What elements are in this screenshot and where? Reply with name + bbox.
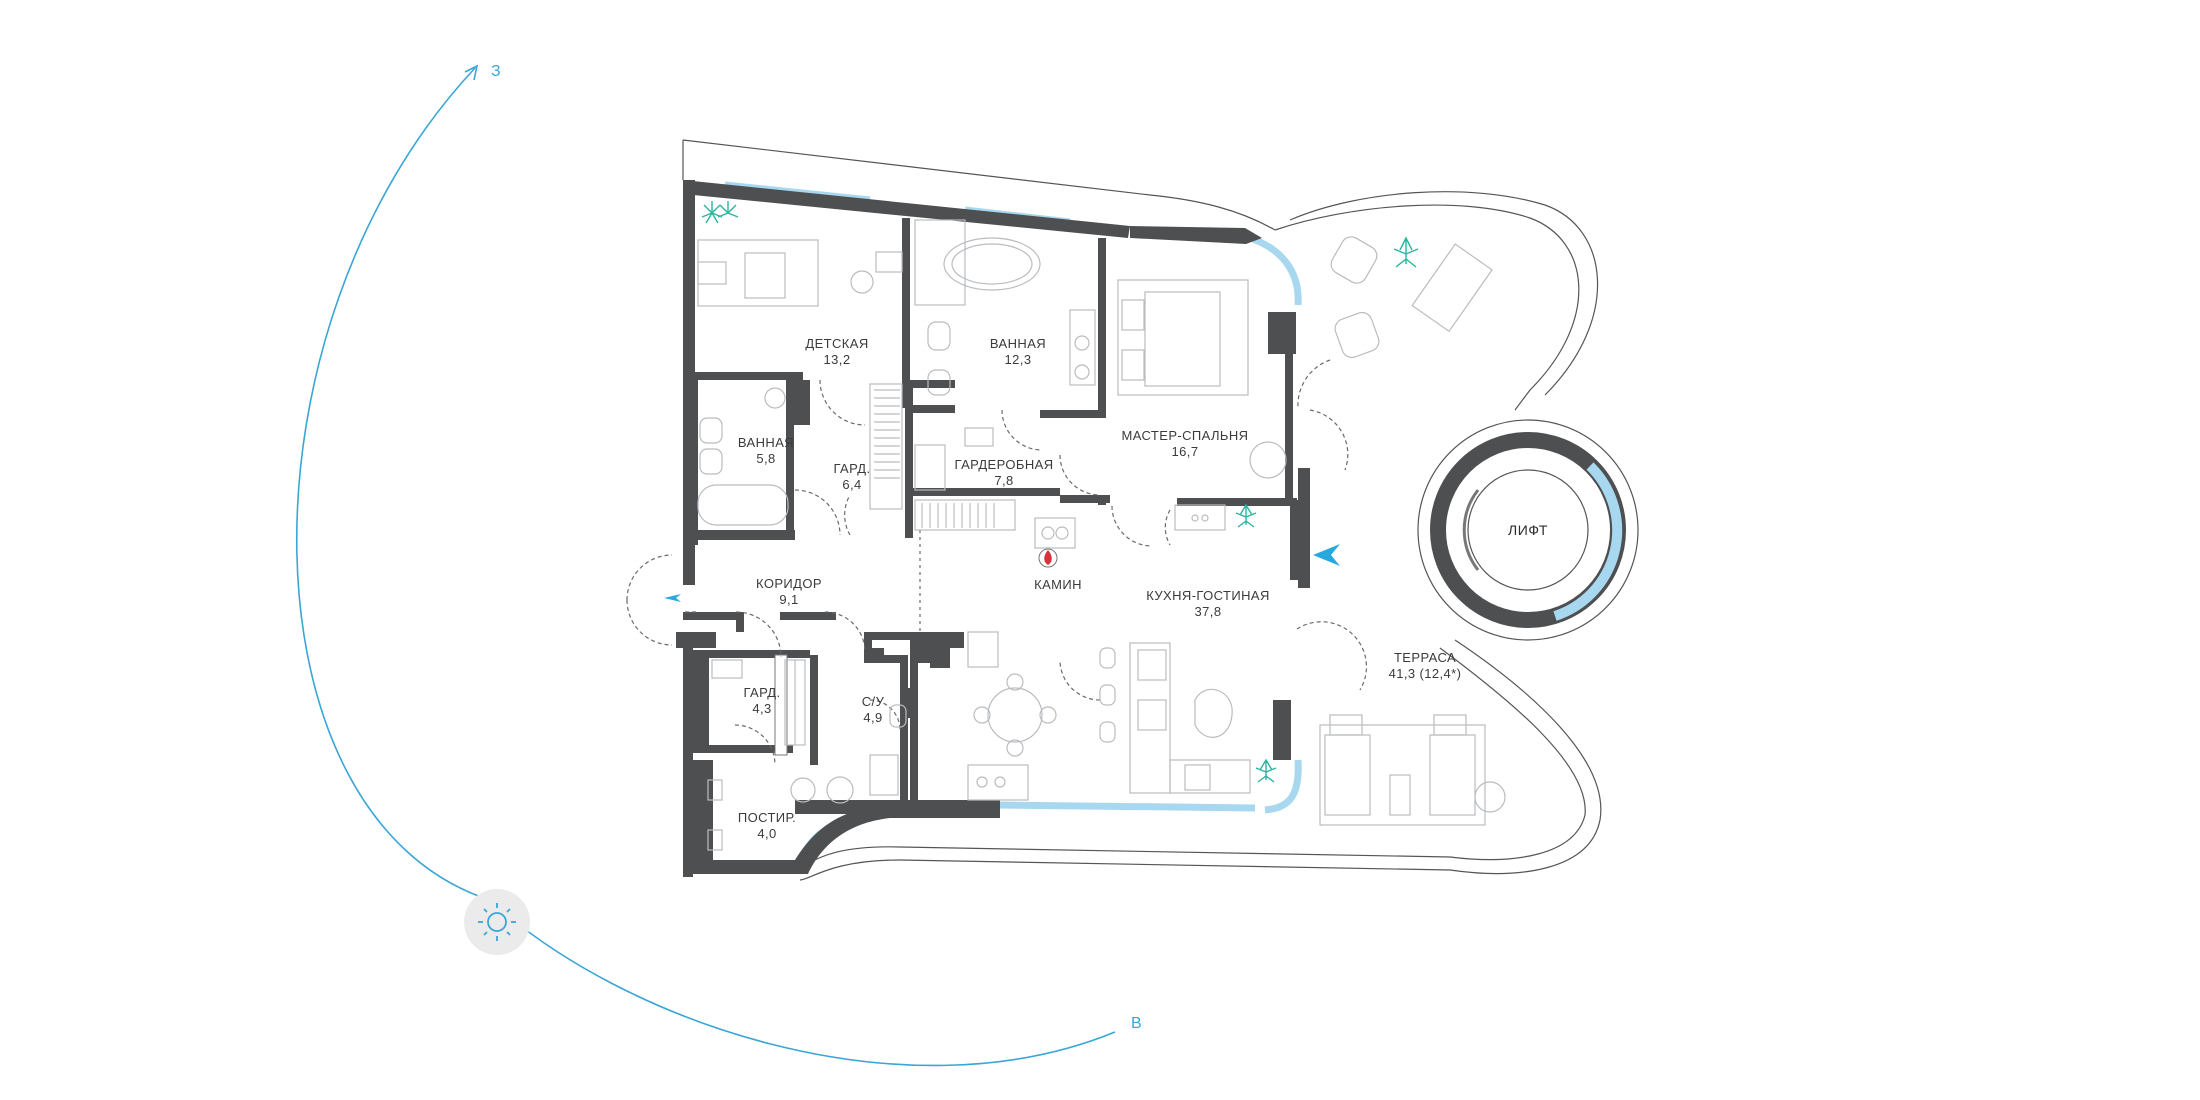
arrow-head-north-icon <box>464 64 479 81</box>
room-label-fireplace: КАМИН <box>1034 577 1082 592</box>
plants <box>701 201 1419 783</box>
svg-text:С/У: С/У <box>862 694 885 709</box>
bathtub <box>943 237 1041 291</box>
walls <box>676 180 1310 877</box>
svg-text:МАСТЕР-СПАЛЬНЯ: МАСТЕР-СПАЛЬНЯ <box>1122 428 1249 443</box>
svg-text:5,8: 5,8 <box>756 451 775 466</box>
terrace-entrance-arrow-icon <box>1313 544 1340 566</box>
sun-badge <box>464 889 530 955</box>
room-label-master-bedroom: МАСТЕР-СПАЛЬНЯ 16,7 <box>1122 428 1249 459</box>
compass: З В <box>296 63 1142 1067</box>
svg-text:37,8: 37,8 <box>1195 604 1222 619</box>
plant-icon <box>1393 236 1419 268</box>
lift: ЛИФТ <box>1417 419 1639 641</box>
room-labels: ДЕТСКАЯ 13,2 ВАННАЯ 12,3 ВАННАЯ 5,8 ГАРД… <box>738 336 1462 841</box>
lift-door-arc <box>1462 489 1480 571</box>
sofa <box>1129 642 1171 794</box>
svg-text:4,0: 4,0 <box>757 826 776 841</box>
terrace-table <box>1389 774 1411 816</box>
terrace-outline <box>682 139 1602 881</box>
svg-text:6,4: 6,4 <box>842 477 861 492</box>
svg-text:9,1: 9,1 <box>779 592 798 607</box>
dining-table <box>987 687 1043 743</box>
svg-text:КАМИН: КАМИН <box>1034 577 1082 592</box>
svg-text:4,9: 4,9 <box>863 710 882 725</box>
plant-icon <box>701 201 739 224</box>
svg-text:ВАННАЯ: ВАННАЯ <box>990 336 1046 351</box>
entrance-arrow-icon <box>664 594 681 602</box>
room-label-laundry: ПОСТИР. 4,0 <box>738 810 796 841</box>
bathtub-small <box>697 484 789 526</box>
compass-arc <box>296 67 1116 1067</box>
room-label-wardrobe-lower: ГАРД. 4,3 <box>743 685 780 716</box>
wardrobe-shelving <box>869 383 1016 531</box>
svg-text:ТЕРРАСА: ТЕРРАСА <box>1394 650 1456 665</box>
room-label-bathroom-large: ВАННАЯ 12,3 <box>990 336 1046 367</box>
lift-glass <box>1553 462 1623 621</box>
coffee-table <box>1194 688 1233 738</box>
svg-text:12,3: 12,3 <box>1005 352 1032 367</box>
east-label: В <box>1131 1015 1142 1032</box>
furniture <box>697 219 1506 851</box>
room-label-bathroom-small: ВАННАЯ 5,8 <box>738 435 794 466</box>
svg-text:7,8: 7,8 <box>994 473 1013 488</box>
kids-bed <box>697 239 819 307</box>
svg-text:ГАРДЕРОБНАЯ: ГАРДЕРОБНАЯ <box>955 457 1054 472</box>
room-label-kitchen-living: КУХНЯ-ГОСТИНАЯ 37,8 <box>1146 588 1269 619</box>
svg-text:КОРИДОР: КОРИДОР <box>756 576 822 591</box>
master-bed <box>1117 279 1249 396</box>
plant-icon <box>1255 758 1277 783</box>
svg-text:ГАРД.: ГАРД. <box>833 461 870 476</box>
room-label-wardrobe-small: ГАРД. 6,4 <box>833 461 870 492</box>
lift-cabin <box>1467 469 1589 591</box>
fire-icon <box>1038 548 1058 568</box>
room-label-dressing-room: ГАРДЕРОБНАЯ 7,8 <box>955 457 1054 488</box>
plant-icon <box>1235 503 1257 528</box>
svg-text:ГАРД.: ГАРД. <box>743 685 780 700</box>
room-label-wc: С/У 4,9 <box>862 694 885 725</box>
svg-text:41,3 (12,4*): 41,3 (12,4*) <box>1389 666 1462 681</box>
door-swings <box>626 359 1367 766</box>
north-label: З <box>491 63 501 80</box>
room-label-corridor: КОРИДОР 9,1 <box>756 576 822 607</box>
room-label-kids-bedroom: ДЕТСКАЯ 13,2 <box>805 336 868 367</box>
svg-text:ПОСТИР.: ПОСТИР. <box>738 810 796 825</box>
svg-text:КУХНЯ-ГОСТИНАЯ: КУХНЯ-ГОСТИНАЯ <box>1146 588 1269 603</box>
svg-text:ВАННАЯ: ВАННАЯ <box>738 435 794 450</box>
fireplace-box <box>1034 517 1076 549</box>
svg-text:4,3: 4,3 <box>752 701 771 716</box>
svg-text:ДЕТСКАЯ: ДЕТСКАЯ <box>805 336 868 351</box>
svg-text:16,7: 16,7 <box>1172 444 1199 459</box>
lift-label: ЛИФТ <box>1508 522 1548 538</box>
room-label-terrace: ТЕРРАСА 41,3 (12,4*) <box>1389 650 1462 681</box>
svg-text:13,2: 13,2 <box>824 352 851 367</box>
sun-icon <box>478 903 516 941</box>
